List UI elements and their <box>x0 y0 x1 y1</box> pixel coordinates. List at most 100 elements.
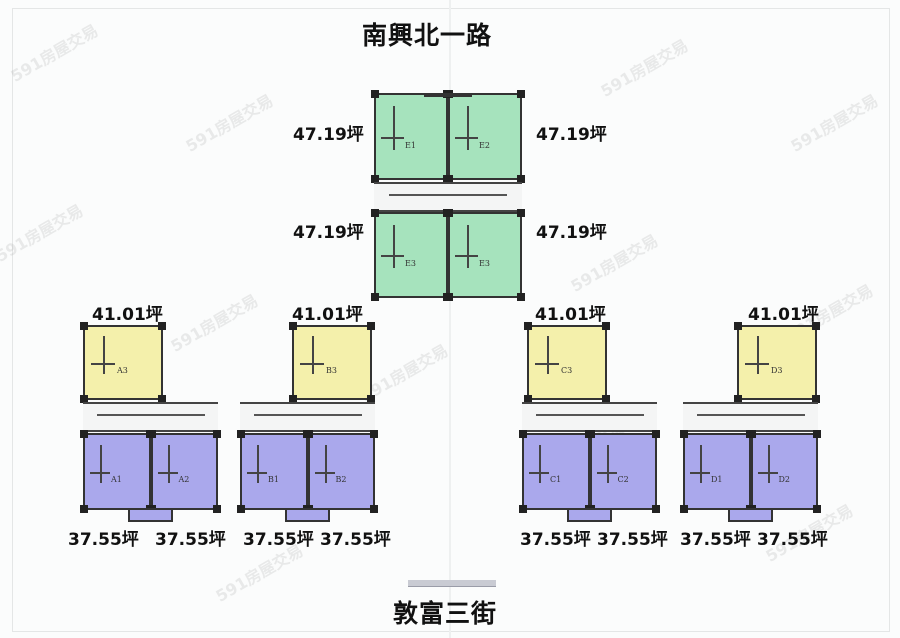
page-fold <box>449 0 451 638</box>
column <box>237 430 245 438</box>
unit-code: A2 <box>178 475 190 485</box>
interior-wall <box>539 444 541 484</box>
area-label-bottom: 37.55坪 <box>520 530 591 550</box>
column <box>587 430 595 438</box>
column <box>80 505 88 513</box>
column <box>371 293 379 301</box>
area-label-bottom: 37.55坪 <box>320 530 391 550</box>
interior-wall <box>535 362 559 365</box>
interior-wall <box>700 444 702 484</box>
unit-code: D3 <box>771 366 783 376</box>
interior-wall <box>257 444 259 484</box>
area-label-bottom: 37.55坪 <box>243 530 314 550</box>
column <box>517 209 525 217</box>
column <box>812 322 820 330</box>
interior-wall <box>757 336 759 374</box>
area-label-top: 41.01坪 <box>748 305 819 325</box>
column <box>371 90 379 98</box>
interior-wall <box>547 336 549 374</box>
interior-wall <box>392 106 395 150</box>
interior-wall <box>528 471 550 474</box>
interior-wall <box>167 444 170 484</box>
column <box>602 322 610 330</box>
interior-wall <box>757 471 778 474</box>
interior-wall <box>314 471 335 474</box>
unit-code: E3 <box>479 259 490 269</box>
unit-code: E1 <box>405 140 416 150</box>
column <box>812 395 820 403</box>
column <box>80 395 88 403</box>
area-label-E: 47.19坪 <box>536 223 607 243</box>
column <box>813 430 821 438</box>
column <box>602 395 610 403</box>
plan-caption <box>408 580 496 587</box>
column <box>445 209 453 217</box>
area-label-top: 41.01坪 <box>535 305 606 325</box>
interior-wall <box>689 471 711 474</box>
column <box>371 209 379 217</box>
column <box>367 322 375 330</box>
column <box>371 175 379 183</box>
stair-core-3 <box>683 402 818 432</box>
stair-core <box>374 182 522 212</box>
unit-code: B2 <box>335 475 347 485</box>
unit-code: D2 <box>778 475 791 485</box>
interior-wall <box>312 336 314 374</box>
interior-wall <box>606 444 609 484</box>
interior-wall <box>466 106 469 150</box>
interior-wall <box>392 224 395 268</box>
area-label-top: 41.01坪 <box>292 305 363 325</box>
column <box>734 322 742 330</box>
interior-wall <box>455 255 478 257</box>
column <box>517 90 525 98</box>
interior-wall <box>324 444 327 484</box>
column <box>652 505 660 513</box>
column <box>305 430 313 438</box>
column <box>370 505 378 513</box>
column <box>517 293 525 301</box>
column <box>445 293 453 301</box>
column <box>158 322 166 330</box>
column <box>148 430 156 438</box>
unit-code: B3 <box>326 366 337 376</box>
column <box>289 322 297 330</box>
balcony-0 <box>128 508 173 522</box>
interior-wall <box>100 444 102 484</box>
interior-wall <box>246 471 268 474</box>
column <box>680 505 688 513</box>
column <box>367 395 375 403</box>
column <box>519 430 527 438</box>
column <box>524 322 532 330</box>
interior-wall <box>381 136 404 139</box>
interior-wall <box>89 471 111 474</box>
column <box>524 395 532 403</box>
balcony-3 <box>728 508 773 522</box>
unit-code: A1 <box>111 475 122 485</box>
road-north-label: 南興北一路 <box>362 21 493 50</box>
column <box>734 395 742 403</box>
column <box>158 395 166 403</box>
column <box>652 430 660 438</box>
column <box>237 505 245 513</box>
interior-wall <box>157 471 178 474</box>
sheet-border <box>12 8 890 632</box>
interior-wall <box>91 362 115 365</box>
column <box>813 505 821 513</box>
stair-core-1 <box>240 402 375 432</box>
column <box>748 430 756 438</box>
unit-code: D1 <box>711 475 723 485</box>
interior-wall <box>767 444 770 484</box>
column <box>289 395 297 403</box>
interior-wall <box>455 136 478 139</box>
unit-code: B1 <box>268 475 279 485</box>
stair-core-2 <box>522 402 657 432</box>
interior-wall <box>381 255 404 257</box>
unit-top-2 <box>527 325 607 400</box>
column <box>370 430 378 438</box>
area-label-bottom: 37.55坪 <box>597 530 668 550</box>
area-label-E: 47.19坪 <box>536 125 607 145</box>
balcony-1 <box>285 508 330 522</box>
interior-wall <box>300 362 324 365</box>
corridor <box>424 93 472 97</box>
column <box>80 322 88 330</box>
